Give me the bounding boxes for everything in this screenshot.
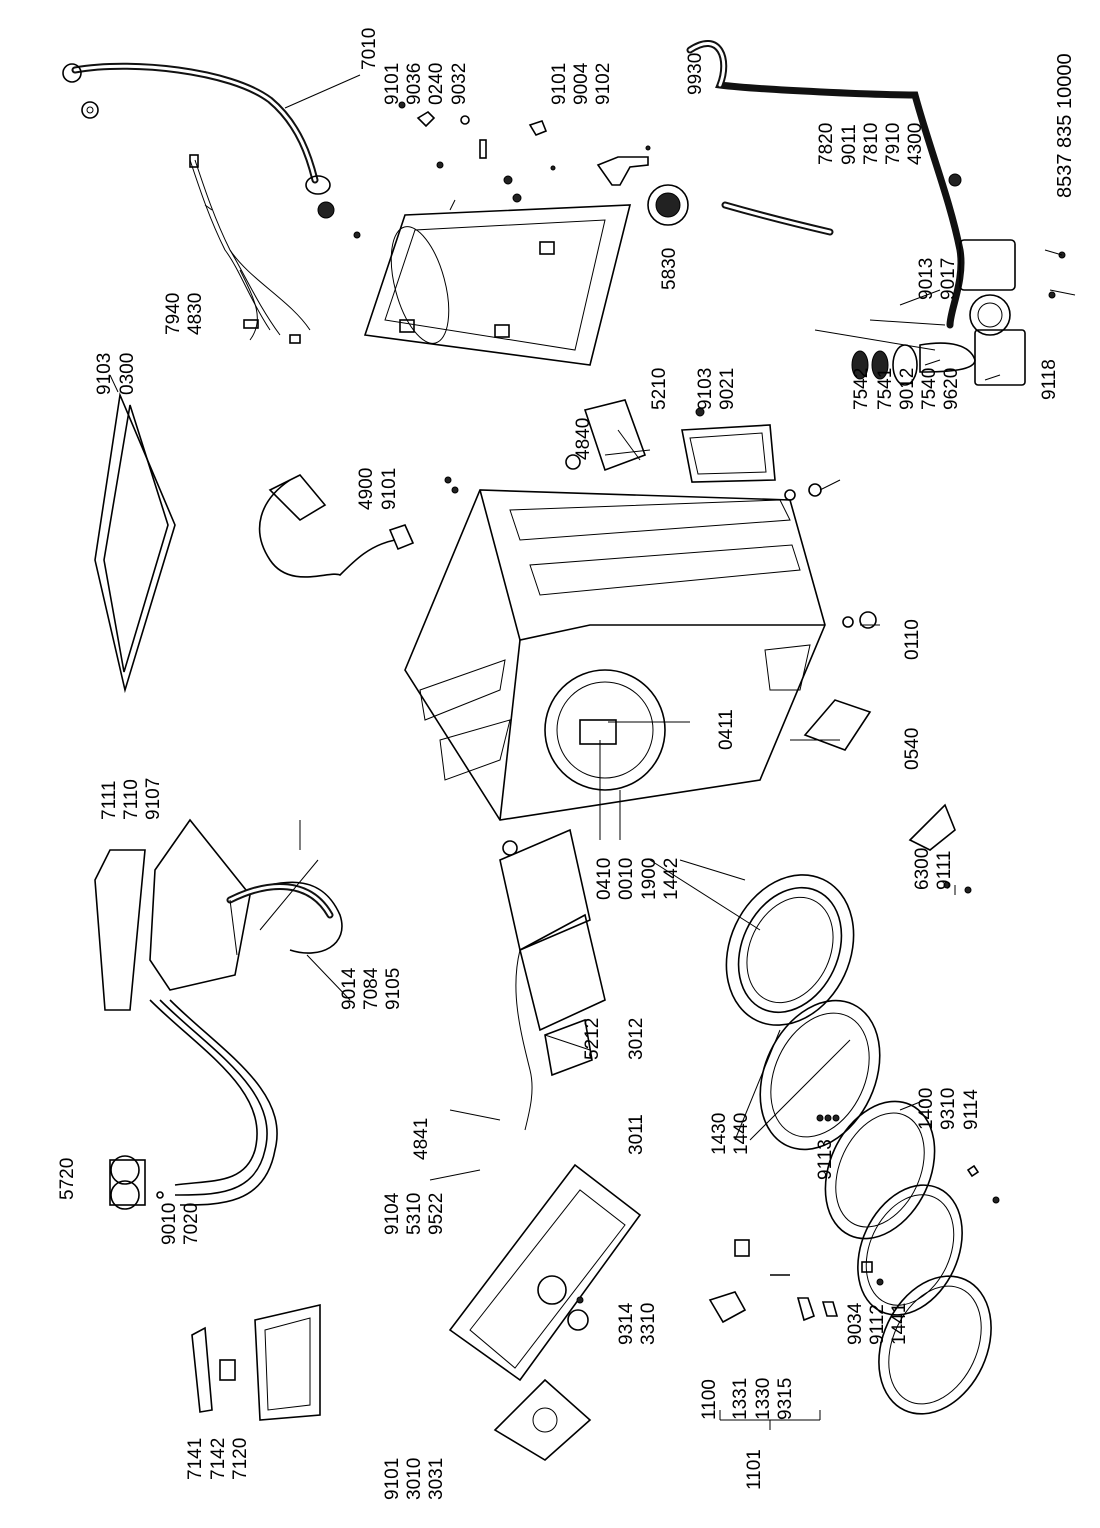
inlet-hose-7010 — [62, 62, 361, 219]
door-frame-1441 — [878, 1275, 992, 1415]
door-frame-1400 — [824, 1100, 936, 1240]
hinge-6300 — [908, 803, 972, 894]
control-panel-3010 — [448, 828, 642, 1461]
door-seal-1900 — [725, 874, 855, 1026]
control-board-5210 — [565, 399, 776, 483]
dispenser-drawer-7120 — [191, 1303, 321, 1421]
detergent-dispenser-7110 — [94, 818, 343, 1206]
drain-hose-7810 — [686, 40, 965, 329]
pressure-switch-5830 — [647, 184, 834, 236]
mains-cable-4900 — [258, 474, 459, 578]
inlet-valve-5720 — [109, 1155, 164, 1210]
service-flap-0540 — [803, 699, 872, 751]
door-handle-1100 — [708, 1239, 884, 1324]
screws-misc — [816, 1114, 1000, 1204]
document-number: 8537 835 10000 — [1054, 53, 1076, 198]
door-ring-1440 — [759, 999, 881, 1151]
top-panel-0300 — [94, 374, 176, 694]
leader-lines — [229, 249, 1076, 1430]
cabinet-0010 — [404, 483, 877, 821]
drain-pump-4300 — [851, 239, 1066, 386]
wiring-harness-4830 — [189, 154, 311, 344]
fasteners-top — [353, 101, 651, 239]
rear-panel-0240 — [363, 199, 632, 366]
door-glass — [857, 1184, 963, 1316]
